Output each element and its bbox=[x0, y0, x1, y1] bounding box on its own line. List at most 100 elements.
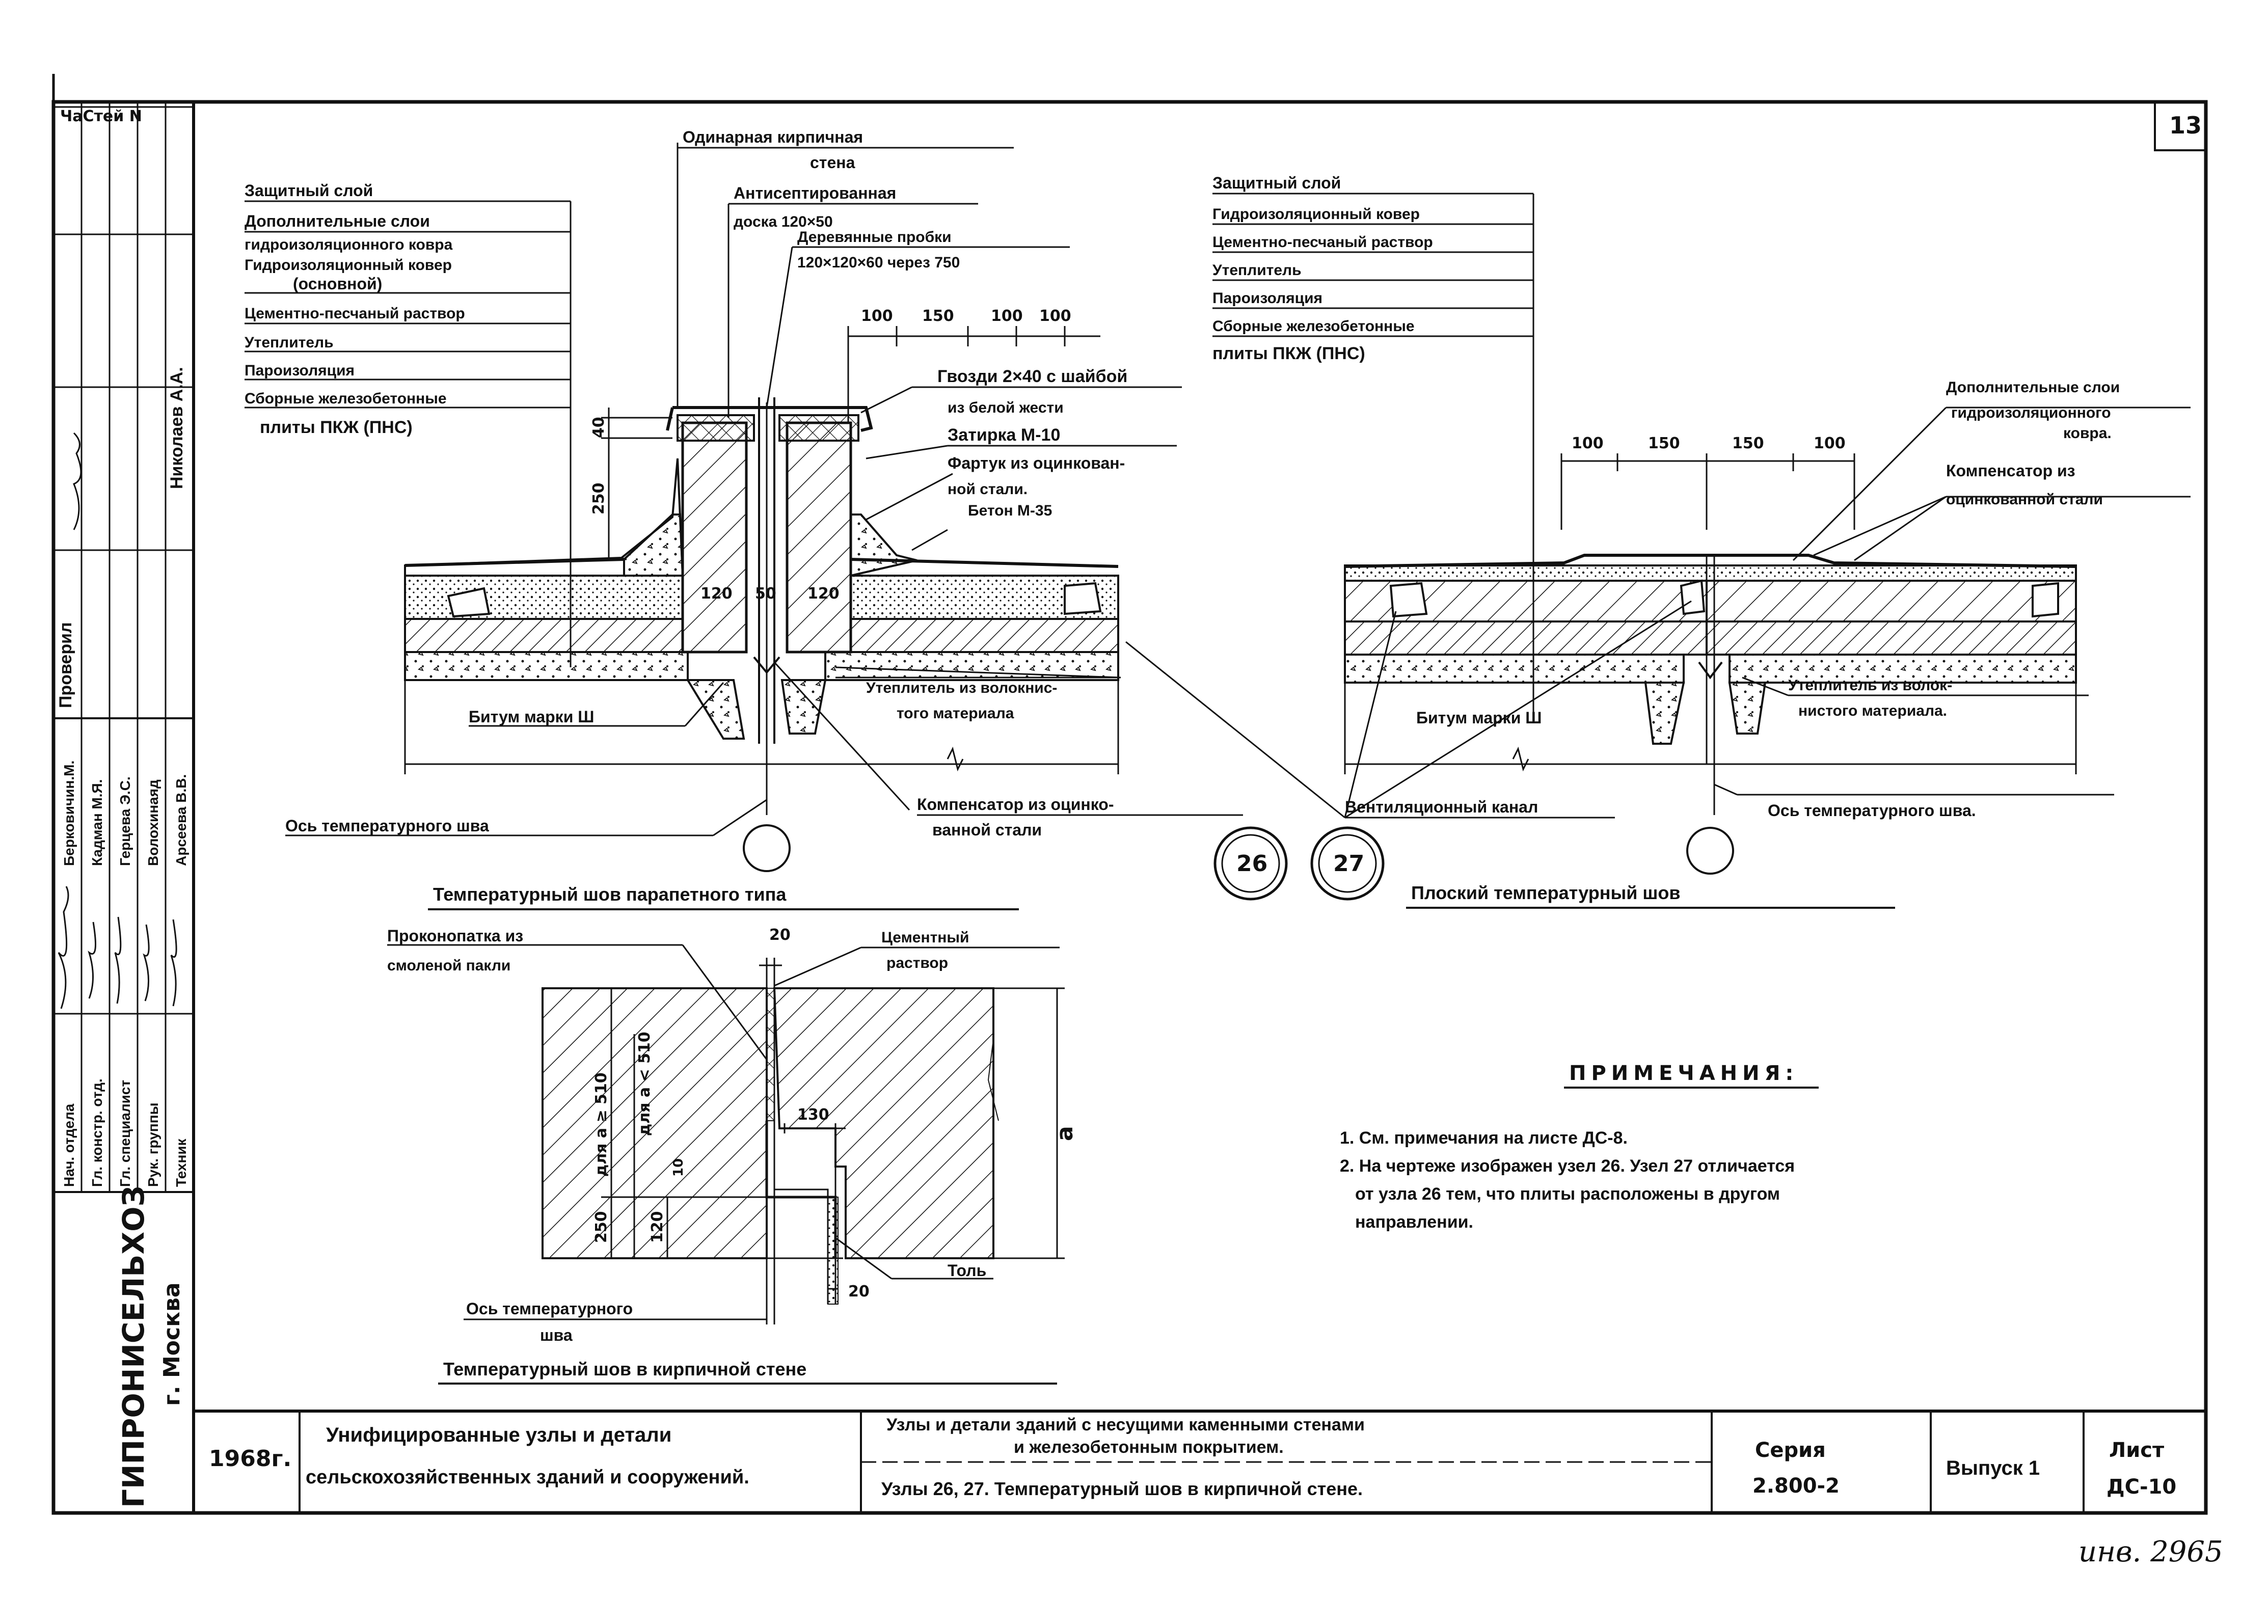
n26-layer-2: гидроизоляционного ковра bbox=[245, 236, 453, 253]
role-2: Гл. специалист bbox=[117, 1080, 133, 1187]
wall-detail-structure bbox=[542, 958, 999, 1324]
n27-vent: Вентиляционный канал bbox=[1345, 798, 1538, 816]
n26-right-4: ной стали. bbox=[948, 481, 1028, 498]
name-1: Кадман М.Я. bbox=[89, 779, 105, 866]
n26-layer-7: Пароизоляция bbox=[245, 362, 355, 379]
marker-27: 27 bbox=[1333, 851, 1364, 877]
wall-right-1: раствор bbox=[886, 955, 948, 971]
n27-right-3: Компенсатор из bbox=[1946, 462, 2075, 480]
sheet-value: ДС-10 bbox=[2107, 1475, 2176, 1499]
n27-right-4: оцинкованной стали bbox=[1946, 491, 2103, 508]
node-27-drawing: 100 150 150 100 Защитный слой bbox=[1125, 174, 2191, 909]
n26-layer-5: Цементно-песчаный раствор bbox=[245, 305, 465, 322]
n26-axis: Ось температурного шва bbox=[285, 817, 489, 835]
n26-layer-1: Дополнительные слои bbox=[245, 212, 430, 230]
project-line2: сельскохозяйственных зданий и сооружений… bbox=[306, 1467, 749, 1488]
n26-dim-wall-2: 120 bbox=[807, 585, 840, 603]
side-stamp: ЧаСтей N Николаев А.А. Проверил Нач. отд… bbox=[56, 107, 189, 1508]
n26-bitumen: Битум марки Ш bbox=[469, 708, 594, 726]
subject-line3: Узлы 26, 27. Температурный шов в кирпичн… bbox=[881, 1478, 1363, 1499]
wall-dim-130: 130 bbox=[797, 1106, 829, 1124]
role-4: Техник bbox=[173, 1138, 189, 1187]
roles-column: Нач. отдела Гл. констр. отд. Гл. специал… bbox=[61, 1078, 189, 1187]
n26-dim-0: 100 bbox=[861, 307, 893, 325]
wall-axis-1: шва bbox=[540, 1326, 573, 1344]
role-1: Гл. констр. отд. bbox=[89, 1078, 105, 1187]
name-4: Арсеева В.В. bbox=[173, 774, 189, 866]
signatures bbox=[58, 432, 177, 1009]
n26-layer-3: Гидроизоляционный ковер bbox=[245, 257, 452, 274]
note-1: 1. См. примечания на листе ДС-8. bbox=[1340, 1128, 1628, 1148]
n26-right-2: Затирка М-10 bbox=[948, 425, 1060, 445]
n27-layer-4: Пароизоляция bbox=[1212, 290, 1322, 307]
n27-layer-2: Цементно-песчаный раствор bbox=[1212, 234, 1433, 251]
n26-right-3: Фартук из оцинкован- bbox=[948, 454, 1125, 472]
n27-dim-3: 100 bbox=[1814, 435, 1846, 452]
n26-layer-4: (основной) bbox=[293, 275, 382, 293]
org-name: ГИПРОНИСЕЛЬХОЗ bbox=[116, 1185, 151, 1508]
check-label: Проверил bbox=[56, 622, 75, 708]
n26-insul-0: Утеплитель из волокнис- bbox=[866, 680, 1057, 696]
sheet-number: 13 bbox=[2169, 112, 2202, 139]
n27-insul-0: Утеплитель из волок- bbox=[1788, 677, 1952, 694]
n27-layer-5: Сборные железобетонные bbox=[1212, 318, 1415, 335]
name-3: Волохинаяд bbox=[145, 779, 161, 866]
n26-dim-wall-1: 50 bbox=[755, 585, 776, 603]
node-26-structure bbox=[404, 397, 1119, 815]
issue-label: Выпуск 1 bbox=[1946, 1457, 2040, 1479]
series-label: Серия bbox=[1755, 1439, 1826, 1462]
subject-line2: и железобетонным покрытием. bbox=[1014, 1438, 1284, 1457]
wall-dim-120: 120 bbox=[649, 1211, 666, 1243]
names-column: Берковичин.М. Кадман М.Я. Герцева Э.С. В… bbox=[61, 761, 189, 866]
role-0: Нач. отдела bbox=[61, 1103, 77, 1187]
wall-axis-0: Ось температурного bbox=[466, 1300, 633, 1318]
project-line1: Унифицированные узлы и детали bbox=[326, 1424, 671, 1446]
node-26-drawing: 100 150 100 100 40 250 120 50 120 bbox=[245, 128, 1243, 910]
n26-layer-0: Защитный слой bbox=[245, 181, 373, 200]
node-26-layer-callout bbox=[245, 143, 1243, 836]
n27-right-0: Дополнительные слои bbox=[1946, 379, 2120, 396]
n26-top-3: доска 120×50 bbox=[734, 213, 833, 230]
role-3: Рук. группы bbox=[145, 1102, 161, 1187]
year: 1968г. bbox=[209, 1446, 291, 1472]
wall-right-0: Цементный bbox=[881, 929, 969, 946]
wall-left-1: смоленой пакли bbox=[387, 957, 510, 974]
n26-top-5: 120×120×60 через 750 bbox=[797, 254, 960, 271]
n26-dim-3: 100 bbox=[1039, 307, 1071, 325]
wall-left-0: Проконопатка из bbox=[387, 927, 523, 945]
n26-dim-40: 40 bbox=[590, 417, 608, 438]
wall-caption: Температурный шов в кирпичной стене bbox=[443, 1359, 806, 1379]
n26-layer-9: плиты ПКЖ (ПНС) bbox=[260, 418, 413, 437]
n27-layer-6: плиты ПКЖ (ПНС) bbox=[1212, 344, 1365, 363]
n26-right-5: Бетон М-35 bbox=[968, 502, 1052, 519]
n27-layer-0: Защитный слой bbox=[1212, 174, 1341, 192]
n26-comp-1: ванной стали bbox=[932, 821, 1042, 839]
n26-dim-250: 250 bbox=[590, 482, 608, 515]
n26-dim-1: 150 bbox=[922, 307, 954, 325]
n26-layer-8: Сборные железобетонные bbox=[245, 390, 447, 407]
node-27-structure bbox=[1344, 554, 2077, 815]
n26-top-4: Деревянные пробки bbox=[797, 229, 952, 246]
n26-axis-circle bbox=[743, 824, 791, 872]
subject-line1: Узлы и детали зданий с несущими каменным… bbox=[886, 1415, 1365, 1434]
n27-axis-circle bbox=[1686, 827, 1734, 875]
n26-dim-2: 100 bbox=[991, 307, 1023, 325]
n27-bitumen: Битум марки Ш bbox=[1416, 709, 1542, 727]
n27-dim-0: 100 bbox=[1572, 435, 1604, 452]
inventory-note: инв. 2965 bbox=[2078, 1535, 2223, 1568]
note-2-line2: от узла 26 тем, что плиты расположены в … bbox=[1355, 1184, 1780, 1204]
series-value: 2.800-2 bbox=[1752, 1474, 1840, 1498]
notes-title: ПРИМЕЧАНИЯ: bbox=[1569, 1062, 1798, 1085]
n27-right-2: ковра. bbox=[2063, 425, 2112, 442]
n27-dim-2: 150 bbox=[1732, 435, 1764, 452]
n27-axis: Ось температурного шва. bbox=[1768, 801, 1976, 820]
notes: ПРИМЕЧАНИЯ: 1. См. примечания на листе Д… bbox=[1340, 1062, 1819, 1232]
wall-dim-250: 250 bbox=[592, 1211, 610, 1243]
n26-top-0: Одинарная кирпичная bbox=[683, 128, 863, 146]
name-0: Берковичин.М. bbox=[61, 761, 77, 866]
n27-insul-1: нистого материала. bbox=[1798, 702, 1947, 719]
sheet-label: Лист bbox=[2109, 1439, 2165, 1462]
n26-layer-6: Утеплитель bbox=[245, 334, 334, 351]
compiled-label: Николаев А.А. bbox=[167, 367, 186, 489]
